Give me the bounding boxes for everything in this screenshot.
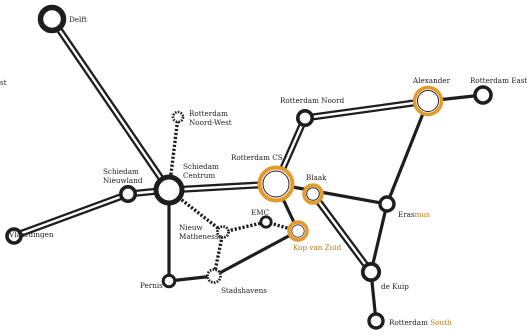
station-rotterdam-east[interactable]: [473, 85, 493, 105]
line-alexander-erasmus: [385, 99, 430, 206]
station-emc[interactable]: [259, 215, 273, 229]
stations: [5, 4, 493, 330]
station-marker: [5, 227, 23, 245]
station-vlaardingen[interactable]: [5, 227, 23, 245]
station-marker: [153, 174, 185, 206]
line-centrum-nieuwmathenesse-dashed: [167, 188, 225, 234]
station-marker-inner: [291, 224, 305, 238]
station-kop-van-zuid[interactable]: [287, 220, 309, 242]
station-marker: [378, 195, 396, 213]
station-marker-inner: [306, 187, 320, 201]
station-delft[interactable]: [37, 4, 67, 34]
line-nieuwmathenesse-stadshavens-dashed: [212, 231, 225, 277]
label-rotterdam-cs: Rotterdam CS: [231, 153, 283, 162]
station-de-kuip[interactable]: [360, 261, 382, 283]
label-nieuw-mathenesse-line2: Mathenesse: [179, 232, 223, 241]
station-marker: [473, 85, 493, 105]
line-blaak-dekuip-core: [311, 192, 373, 274]
station-marker-inner: [262, 170, 290, 198]
station-marker: [295, 109, 314, 128]
label-rotterdam-noord: Rotterdam Noord: [280, 96, 345, 105]
label-rotterdam-east: Rotterdam East: [470, 76, 527, 85]
station-blaak[interactable]: [302, 183, 324, 205]
station-rotterdam-cs[interactable]: [257, 165, 295, 203]
label-alexander: Alexander: [412, 76, 451, 85]
label-schiedam-nieuwland-line2: Nieuwland: [103, 176, 143, 185]
label-rotterdam-south-suffix: South: [430, 318, 452, 327]
label-rotterdam-noord-west-line2: Noord-West: [189, 118, 232, 127]
line-cs-erasmus: [274, 182, 389, 206]
station-rotterdam-noord[interactable]: [295, 109, 314, 128]
label-emc: EMC: [251, 208, 270, 217]
station-marker: [161, 273, 177, 289]
label-rotterdam-south-prefix: Rotterdam: [389, 318, 430, 327]
label-stadshavens: Stadshavens: [221, 286, 267, 295]
station-marker: [171, 110, 185, 124]
station-marker: [119, 185, 138, 204]
line-pernis-stadshavens: [167, 274, 216, 283]
station-erasmus[interactable]: [378, 195, 396, 213]
station-rotterdam-noord-west[interactable]: [171, 110, 185, 124]
station-marker: [367, 312, 385, 330]
station-marker: [37, 4, 67, 34]
label-offmap-left: st: [0, 78, 7, 87]
station-schiedam-centrum[interactable]: [153, 174, 185, 206]
rail-lines: [10, 15, 485, 323]
station-marker: [360, 261, 382, 283]
label-blaak: Blaak: [306, 173, 327, 182]
label-schiedam-centrum-line2: Centrum: [183, 171, 215, 180]
station-marker: [259, 215, 273, 229]
label-schiedam-centrum-line1: Schiedam: [183, 162, 219, 171]
label-erasmus: Erasmus: [398, 210, 430, 219]
line-delft-schiedam-core: [50, 17, 171, 192]
line-noord-alexander-core: [303, 99, 430, 120]
line-erasmus-dekuip: [369, 202, 389, 274]
station-nieuw-mathenesse[interactable]: [216, 225, 230, 239]
label-rotterdam-noord-west-line1: Rotterdam: [189, 109, 228, 118]
label-erasmus-prefix: Eras: [398, 210, 415, 219]
label-kop-van-zuid: Kop van Zuid: [293, 243, 342, 252]
label-delft: Delft: [69, 15, 87, 24]
line-vlaardingen-nieuwland-core: [12, 192, 130, 238]
label-vlaardingen-prefix: Vlaarding: [8, 230, 45, 239]
station-rotterdam-south[interactable]: [367, 312, 385, 330]
line-nieuwmathenesse-emc-dashed: [222, 220, 267, 234]
station-schiedam-nieuwland[interactable]: [119, 185, 138, 204]
label-schiedam-nieuwland-line1: Schiedam: [103, 167, 139, 176]
label-de-kuip: de Kuip: [381, 282, 409, 291]
label-pernis: Pernis: [140, 281, 163, 290]
label-rotterdam-south: Rotterdam South: [389, 318, 452, 327]
station-pernis[interactable]: [161, 273, 177, 289]
label-nieuw-mathenesse-line1: Nieuw: [179, 223, 203, 232]
label-vlaardingen: Vlaardingen: [8, 230, 54, 239]
station-marker-inner: [417, 90, 439, 112]
station-marker: [206, 268, 222, 284]
station-marker: [216, 225, 230, 239]
station-labels: st Delft Rotterdam Noord-West Alexander …: [0, 15, 527, 327]
label-erasmus-suffix: mus: [415, 210, 430, 219]
line-stadshavens-kopvanzuid: [212, 229, 300, 278]
label-vlaardingen-suffix: en: [45, 230, 54, 239]
station-alexander[interactable]: [412, 85, 444, 117]
station-stadshavens[interactable]: [206, 268, 222, 284]
